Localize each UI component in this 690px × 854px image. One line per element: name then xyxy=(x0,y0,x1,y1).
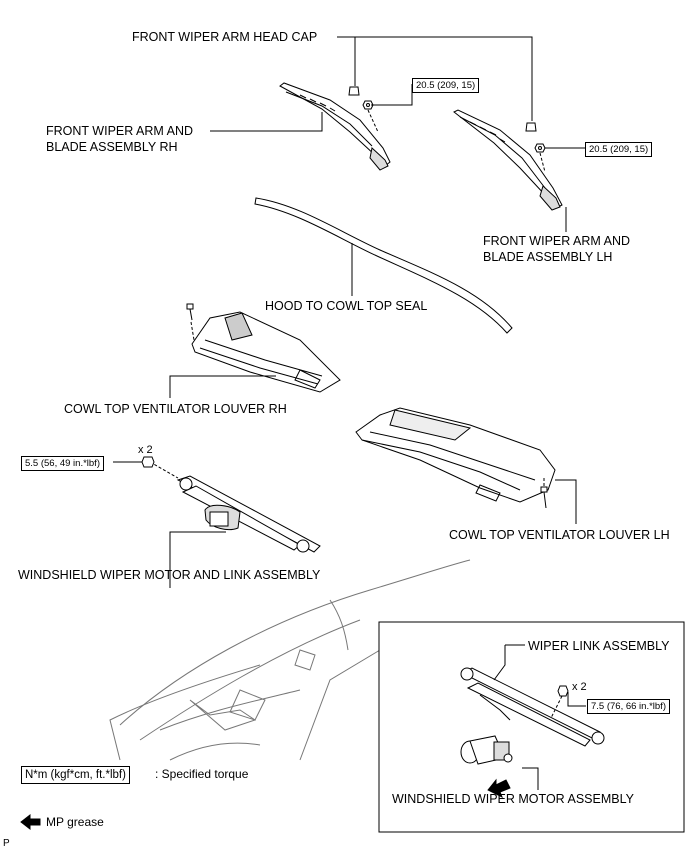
qty-motor-link-bolts: x 2 xyxy=(138,444,153,456)
label-motor-assy: WINDSHIELD WIPER MOTOR ASSEMBLY xyxy=(392,792,634,806)
inset-link-assembly xyxy=(460,667,605,747)
label-arm-rh-line1: FRONT WIPER ARM AND xyxy=(46,124,194,138)
head-cap-leader-lh xyxy=(355,36,533,121)
vehicle-outline xyxy=(109,559,471,761)
wiper-arm-lh xyxy=(453,109,563,211)
torque-arm-lh: 20.5 (209, 15) xyxy=(585,142,653,157)
head-cap-leader xyxy=(337,36,356,86)
label-louver-lh: COWL TOP VENTILATOR LOUVER LH xyxy=(449,528,670,542)
qty-motor-bolts: x 2 xyxy=(572,681,587,693)
label-link-assy: WIPER LINK ASSEMBLY xyxy=(528,639,670,653)
label-hood-seal: HOOD TO COWL TOP SEAL xyxy=(265,299,428,313)
nut-lh xyxy=(534,143,546,153)
label-louver-rh: COWL TOP VENTILATOR LOUVER RH xyxy=(64,402,287,416)
nut-rh xyxy=(362,100,374,110)
bolt-motor-link xyxy=(141,456,155,468)
inset-frame xyxy=(378,621,685,833)
legend-torque-text: : Specified torque xyxy=(155,767,249,781)
torque-arm-rh: 20.5 (209, 15) xyxy=(412,78,480,93)
label-arm-lh-line1: FRONT WIPER ARM AND xyxy=(483,234,631,248)
head-cap-rh xyxy=(348,86,360,96)
louver-lh xyxy=(355,407,556,509)
torque-motor: 7.5 (76, 66 in.*lbf) xyxy=(587,699,670,714)
label-motor-link: WINDSHIELD WIPER MOTOR AND LINK ASSEMBLY xyxy=(18,568,321,582)
label-arm-rh-line2: BLADE ASSEMBLY RH xyxy=(46,140,178,154)
hood-seal xyxy=(254,197,513,334)
inset-motor xyxy=(460,735,513,765)
bolt-motor xyxy=(557,685,569,697)
grease-arrow-inset xyxy=(487,778,511,799)
louver-rh xyxy=(186,303,341,393)
motor-link-assembly xyxy=(149,461,321,553)
legend-torque-box: N*m (kgf*cm, ft.*lbf) xyxy=(21,766,130,784)
arrow-left-icon xyxy=(20,813,41,831)
head-cap-lh xyxy=(525,122,537,132)
wiper-arm-rh xyxy=(279,82,391,171)
legend-grease-text: MP grease xyxy=(46,815,104,829)
torque-motor-link: 5.5 (56, 49 in.*lbf) xyxy=(21,456,104,471)
label-arm-lh-line2: BLADE ASSEMBLY LH xyxy=(483,250,613,264)
label-head-cap: FRONT WIPER ARM HEAD CAP xyxy=(132,30,318,44)
page-code: P xyxy=(3,838,10,849)
